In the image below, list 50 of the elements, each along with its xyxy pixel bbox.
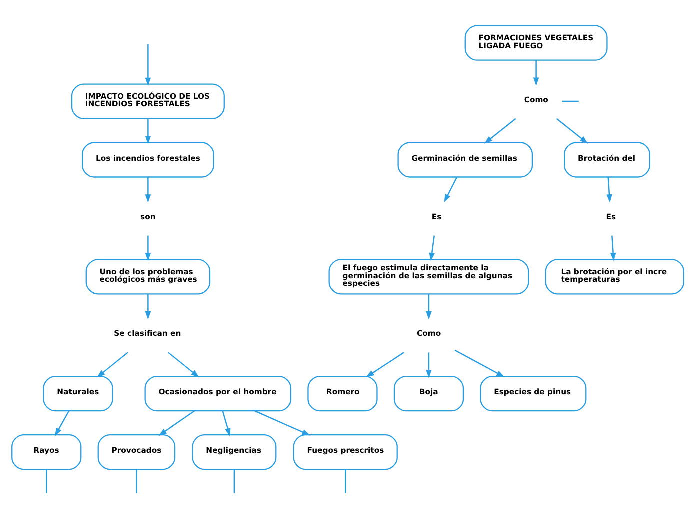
arrow (444, 177, 458, 203)
arrow (610, 236, 616, 262)
node-box: El fuego estimula directamente la germinación de las semillas de algunas especies (328, 259, 530, 295)
arrow (426, 294, 432, 320)
arrow (145, 177, 152, 203)
arrow (145, 118, 152, 144)
connector (234, 470, 236, 494)
node-box: Ocasionados por el hombre (144, 376, 292, 412)
arrow (484, 118, 516, 144)
node-box: Uno de los problemas ecológicos más graves (86, 259, 211, 295)
arrow (158, 410, 195, 436)
arrow (556, 118, 588, 144)
node-box: Especies de pinus (480, 376, 587, 412)
node-box: Romero (308, 376, 378, 412)
arrow (222, 410, 231, 437)
arrow (54, 410, 70, 436)
node-box: Boja (394, 376, 464, 412)
node-text: Como (524, 95, 548, 104)
node-box: Brotación del (564, 142, 650, 178)
arrow (426, 352, 432, 378)
arrow (96, 352, 128, 378)
node-text: son (140, 212, 156, 222)
arrow (606, 177, 612, 203)
arrow (145, 294, 152, 320)
node-box: Provocados (98, 434, 176, 470)
node-box: Germinación de semillas (398, 142, 534, 178)
node-box: FORMACIONES VEGETALES LIGADA FUEGO (464, 25, 608, 61)
arrow (454, 350, 505, 378)
connector (46, 470, 48, 494)
node-box: Negligencias (192, 434, 277, 470)
arrow (145, 236, 152, 262)
node-text: Como (416, 329, 442, 338)
node-box: Los incendios forestales (82, 142, 214, 178)
node-box: Fuegos prescritos (293, 434, 398, 470)
arrow (254, 410, 311, 436)
node-box: La brotación por el incre temperaturas (545, 259, 684, 295)
connector (136, 470, 138, 494)
node-box: Naturales (43, 376, 114, 412)
connector (344, 470, 346, 494)
arrow (429, 236, 436, 262)
arrow (145, 44, 152, 86)
node-text: Es (432, 212, 442, 222)
node-text: Es (606, 212, 616, 222)
arrow (366, 352, 404, 378)
arrow (168, 352, 200, 378)
arrow (533, 60, 540, 86)
connector (562, 100, 579, 102)
node-box: Rayos (12, 434, 82, 470)
node-text: Se clasifican en (114, 329, 182, 338)
node-box: IMPACTO ECOLÓGICO DE LOS INCENDIOS FORESTALES (71, 84, 225, 120)
